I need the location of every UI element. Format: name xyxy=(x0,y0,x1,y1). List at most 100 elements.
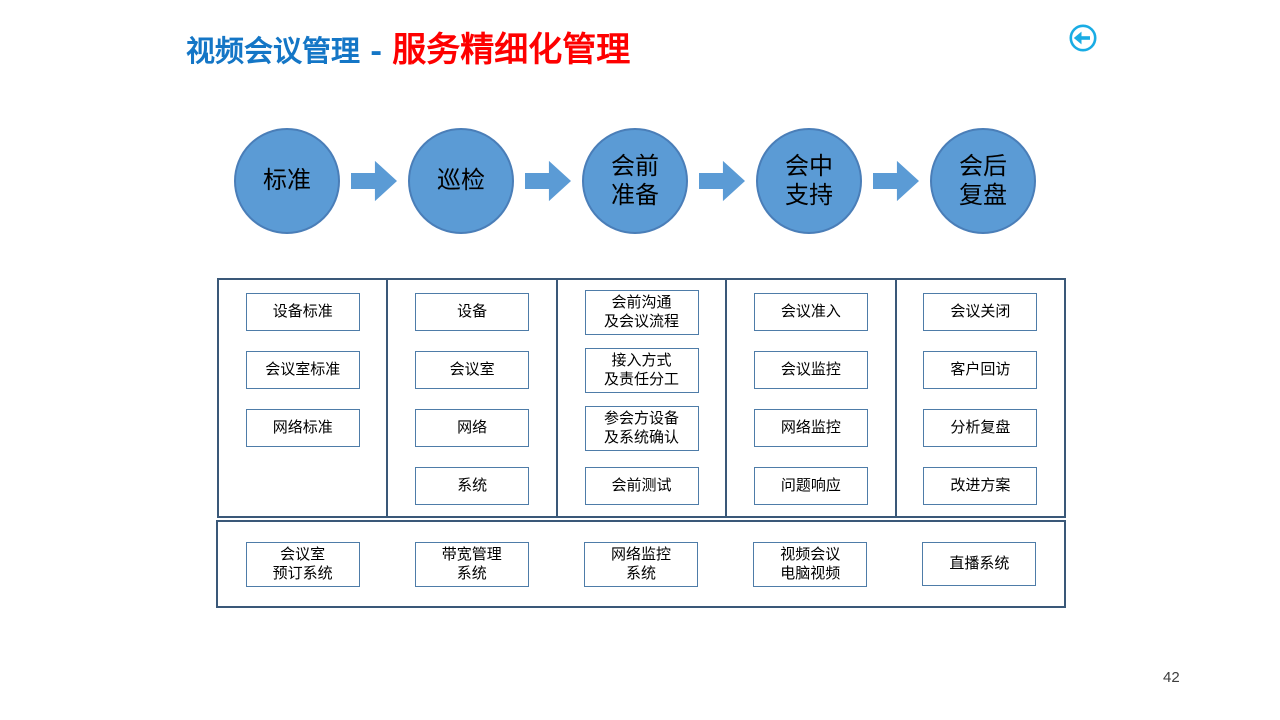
systems-slot: 视频会议 电脑视频 xyxy=(726,522,895,606)
system-box: 直播系统 xyxy=(922,542,1037,586)
matrix-slot: 改进方案 xyxy=(897,457,1064,515)
matrix-box: 会前沟通 及会议流程 xyxy=(584,289,699,335)
matrix-slot: 接入方式 及责任分工 xyxy=(558,341,725,399)
title-main: 视频会议管理 xyxy=(186,34,361,68)
back-button[interactable] xyxy=(1068,23,1100,55)
matrix-slot: 设备 xyxy=(388,283,555,341)
flow-step-in-meeting: 会中 支持 xyxy=(756,128,862,234)
matrix-slot-empty xyxy=(219,457,386,515)
page-number: 42 xyxy=(1163,669,1180,686)
title-separator: - xyxy=(360,34,393,68)
system-box-label: 直播系统 xyxy=(949,554,1010,573)
matrix-slot: 会前测试 xyxy=(558,457,725,515)
systems-slot: 直播系统 xyxy=(895,522,1064,606)
matrix-box-label: 网络 xyxy=(457,418,488,437)
matrix-box: 网络监控 xyxy=(753,409,868,447)
flow-step-label: 会中 支持 xyxy=(785,151,833,209)
matrix-slot: 系统 xyxy=(388,457,555,515)
detail-matrix: 设备标准 会议室标准 网络标准 设备 会议室 网络 系统 xyxy=(217,278,1066,518)
matrix-column-post-meeting: 会议关闭 客户回访 分析复盘 改进方案 xyxy=(897,280,1064,516)
matrix-column-inspection: 设备 会议室 网络 系统 xyxy=(388,280,558,516)
system-box: 视频会议 电脑视频 xyxy=(753,541,868,587)
systems-slot: 会议室 预订系统 xyxy=(218,522,387,606)
matrix-box: 会议监控 xyxy=(753,351,868,389)
system-box: 会议室 预订系统 xyxy=(245,541,360,587)
right-arrow-icon xyxy=(351,160,397,202)
matrix-box-label: 接入方式 及责任分工 xyxy=(604,350,680,389)
matrix-box-label: 分析复盘 xyxy=(950,418,1011,437)
matrix-box-label: 会前沟通 及会议流程 xyxy=(604,292,680,331)
system-box: 带宽管理 系统 xyxy=(414,541,529,587)
matrix-slot: 问题响应 xyxy=(727,457,894,515)
matrix-box-label: 客户回访 xyxy=(950,360,1011,379)
matrix-box: 网络标准 xyxy=(245,409,360,447)
matrix-slot: 会议关闭 xyxy=(897,283,1064,341)
matrix-slot: 会议准入 xyxy=(727,283,894,341)
matrix-box: 设备标准 xyxy=(245,293,360,331)
matrix-box-label: 会议关闭 xyxy=(950,302,1011,321)
system-box: 网络监控 系统 xyxy=(584,541,698,587)
matrix-box: 会议室标准 xyxy=(245,351,360,389)
flow-step-post-meeting: 会后 复盘 xyxy=(930,128,1036,234)
matrix-box-label: 会议室 xyxy=(449,360,495,379)
matrix-box-label: 会前测试 xyxy=(611,476,672,495)
matrix-slot: 分析复盘 xyxy=(897,399,1064,457)
matrix-slot: 设备标准 xyxy=(219,283,386,341)
title-highlight: 服务精细化管理 xyxy=(392,30,631,70)
matrix-box: 改进方案 xyxy=(923,467,1038,505)
matrix-slot: 客户回访 xyxy=(897,341,1064,399)
matrix-box: 会前测试 xyxy=(584,467,699,505)
right-arrow-icon xyxy=(699,160,745,202)
matrix-slot: 会议室 xyxy=(388,341,555,399)
system-box-label: 网络监控 系统 xyxy=(610,544,671,583)
matrix-box: 参会方设备 及系统确认 xyxy=(584,405,699,451)
flow-step-pre-meeting: 会前 准备 xyxy=(582,128,688,234)
matrix-box: 系统 xyxy=(415,467,530,505)
matrix-box: 设备 xyxy=(415,293,530,331)
matrix-box-label: 会议室标准 xyxy=(265,360,341,379)
matrix-slot: 网络监控 xyxy=(727,399,894,457)
matrix-slot: 网络 xyxy=(388,399,555,457)
matrix-box-label: 会议准入 xyxy=(780,302,841,321)
matrix-box: 分析复盘 xyxy=(923,409,1038,447)
matrix-box: 会议室 xyxy=(415,351,530,389)
flow-step-label: 会前 准备 xyxy=(611,151,659,209)
right-arrow-icon xyxy=(873,160,919,202)
system-box-label: 视频会议 电脑视频 xyxy=(780,544,841,583)
matrix-box: 会议准入 xyxy=(753,293,868,331)
matrix-box-label: 设备 xyxy=(457,302,488,321)
matrix-box-label: 网络监控 xyxy=(780,418,841,437)
matrix-box-label: 系统 xyxy=(457,476,488,495)
flow-step-label: 会后 复盘 xyxy=(959,151,1007,209)
matrix-box-label: 会议监控 xyxy=(780,360,841,379)
right-arrow-icon xyxy=(525,160,571,202)
matrix-box: 客户回访 xyxy=(923,351,1038,389)
matrix-column-pre-meeting: 会前沟通 及会议流程 接入方式 及责任分工 参会方设备 及系统确认 会前测试 xyxy=(558,280,728,516)
systems-slot: 带宽管理 系统 xyxy=(387,522,556,606)
matrix-slot: 会前沟通 及会议流程 xyxy=(558,283,725,341)
matrix-box: 会议关闭 xyxy=(923,293,1038,331)
flow-step-label: 标准 xyxy=(263,166,311,195)
process-flow: 标准 巡检 会前 准备 会中 支持 会后 复盘 xyxy=(234,128,1036,234)
flow-step-label: 巡检 xyxy=(437,166,485,195)
matrix-box: 网络 xyxy=(415,409,530,447)
matrix-box-label: 参会方设备 及系统确认 xyxy=(604,408,680,447)
matrix-box: 问题响应 xyxy=(753,467,868,505)
matrix-box-label: 网络标准 xyxy=(272,418,333,437)
system-box-label: 带宽管理 系统 xyxy=(441,544,502,583)
matrix-column-standards: 设备标准 会议室标准 网络标准 xyxy=(219,280,389,516)
matrix-box-label: 设备标准 xyxy=(272,302,333,321)
systems-slot: 网络监控 系统 xyxy=(556,522,725,606)
matrix-slot: 会议监控 xyxy=(727,341,894,399)
matrix-column-in-meeting: 会议准入 会议监控 网络监控 问题响应 xyxy=(727,280,897,516)
flow-step-standards: 标准 xyxy=(234,128,340,234)
system-box-label: 会议室 预订系统 xyxy=(272,544,333,583)
matrix-slot: 会议室标准 xyxy=(219,341,386,399)
back-arrow-icon xyxy=(1069,24,1097,52)
systems-band: 会议室 预订系统 带宽管理 系统 网络监控 系统 视频会议 电脑视频 直播系统 xyxy=(216,520,1066,608)
matrix-box: 接入方式 及责任分工 xyxy=(584,347,699,393)
matrix-box-label: 问题响应 xyxy=(780,476,841,495)
matrix-slot: 网络标准 xyxy=(219,399,386,457)
matrix-slot: 参会方设备 及系统确认 xyxy=(558,399,725,457)
